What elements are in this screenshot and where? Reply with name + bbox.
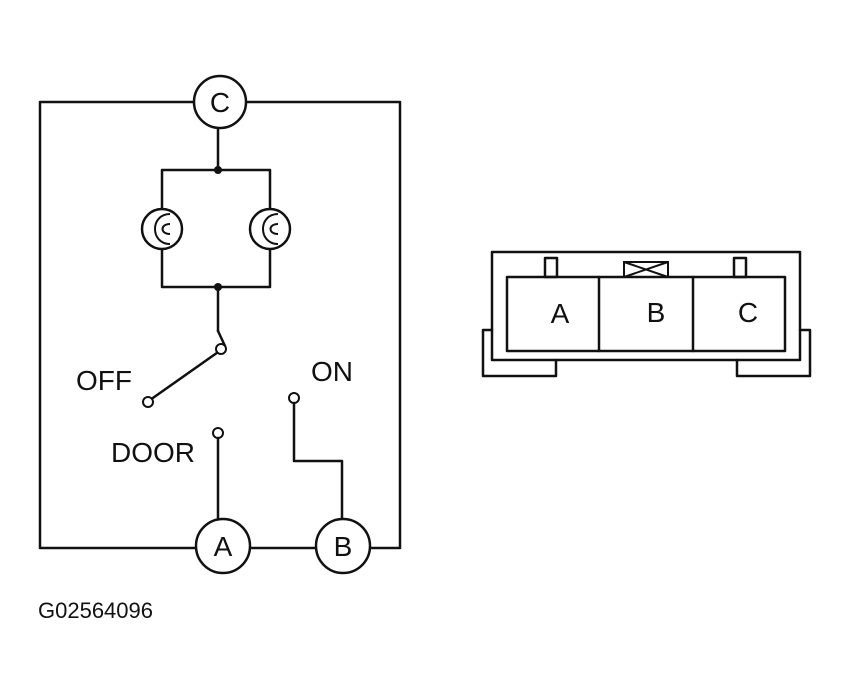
right-bulb-icon [248, 207, 292, 251]
key-tab-left [543, 256, 559, 279]
on-contact [288, 392, 300, 404]
lock-marker-icon [623, 261, 669, 278]
off-label: OFF [76, 365, 132, 396]
figure-code: G02564096 [38, 598, 153, 623]
connector-face-view: A B C [481, 250, 812, 378]
outer-circuit-frame [38, 100, 402, 550]
terminal-a-label: A [214, 531, 233, 562]
pin-c-label: C [738, 297, 758, 328]
switch-schematic: C A B OFF ON DOOR [38, 74, 402, 575]
terminal-c-label: C [210, 87, 230, 118]
door-contact [212, 427, 224, 439]
wire-on-to-b [292, 401, 344, 523]
terminal-b-label: B [334, 531, 353, 562]
terminal-c: C [192, 74, 248, 130]
pin-b-label: B [647, 297, 666, 328]
switch-lever [148, 348, 223, 402]
right-latch [735, 328, 812, 378]
terminal-a: A [194, 517, 252, 575]
on-label: ON [311, 356, 353, 387]
wire-pivot-bend [216, 329, 227, 348]
key-tab-right [732, 256, 748, 279]
junction-dot-top [214, 166, 222, 174]
left-latch [481, 328, 558, 378]
switch-pivot-contact [215, 343, 227, 355]
door-label: DOOR [111, 437, 195, 468]
terminal-b: B [314, 517, 372, 575]
off-contact [142, 396, 154, 408]
left-bulb-icon [140, 207, 184, 251]
pin-a-label: A [551, 298, 570, 329]
connector-housing [490, 250, 802, 362]
